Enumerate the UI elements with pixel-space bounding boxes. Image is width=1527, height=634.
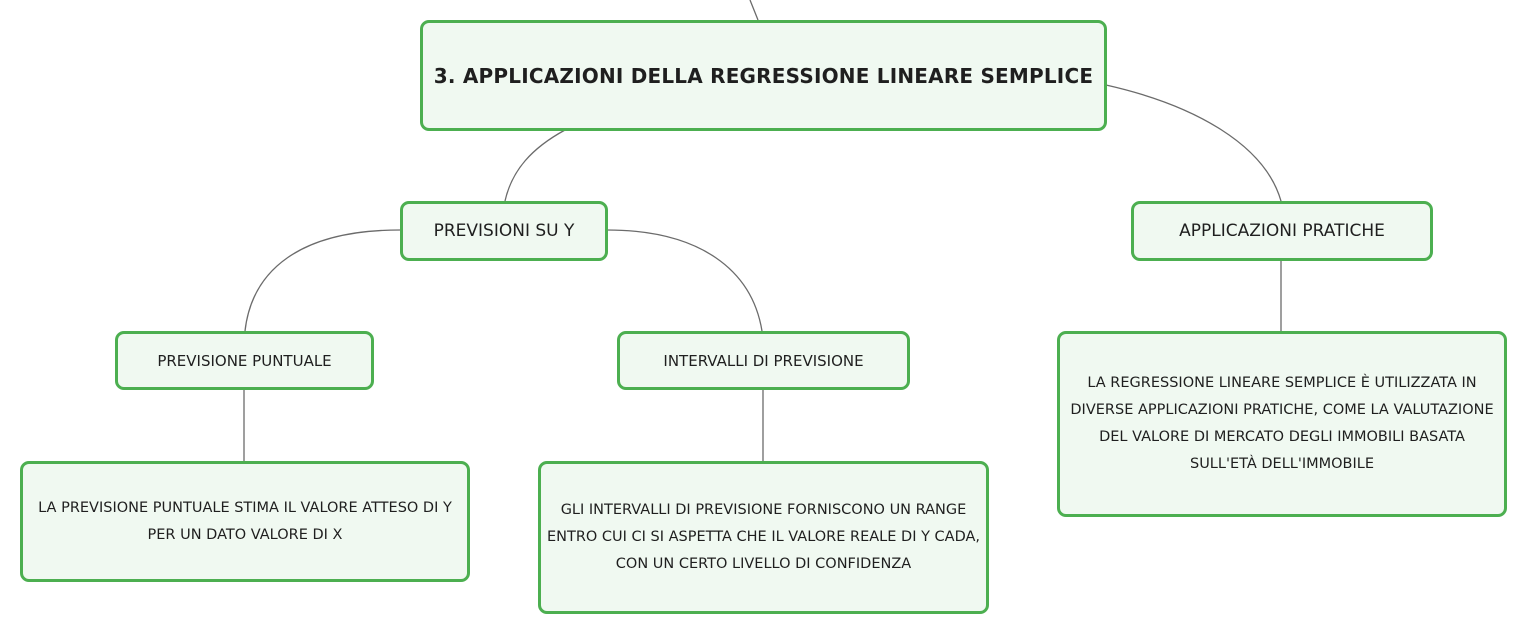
puntuale-description-node[interactable]: LA PREVISIONE PUNTUALE STIMA IL VALORE A… — [20, 461, 470, 582]
connector-root-to-previsioni — [504, 129, 566, 202]
intervalli-description-node[interactable]: GLI INTERVALLI DI PREVISIONE FORNISCONO … — [538, 461, 989, 614]
pratiche-node[interactable]: APPLICAZIONI PRATICHE — [1131, 201, 1433, 261]
connector-previsioni-to-intervalli — [606, 229, 763, 332]
intervalli-description-text: GLI INTERVALLI DI PREVISIONE FORNISCONO … — [546, 502, 981, 572]
pratiche-description-text: LA REGRESSIONE LINEARE SEMPLICE È UTILIZ… — [1070, 375, 1494, 472]
pratiche-node-label: APPLICAZIONI PRATICHE — [1179, 221, 1385, 241]
root-node[interactable]: 3. APPLICAZIONI DELLA REGRESSIONE LINEAR… — [420, 20, 1107, 131]
intervalli-node-label: INTERVALLI DI PREVISIONE — [663, 351, 864, 370]
previsioni-node[interactable]: PREVISIONI SU Y — [400, 201, 608, 261]
root-node-label: 3. APPLICAZIONI DELLA REGRESSIONE LINEAR… — [433, 63, 1094, 88]
puntuale-node-label: PREVISIONE PUNTUALE — [157, 351, 332, 370]
previsioni-node-label: PREVISIONI SU Y — [433, 221, 575, 241]
connector-parent-to-root — [749, 0, 759, 21]
intervalli-node[interactable]: INTERVALLI DI PREVISIONE — [617, 331, 910, 390]
puntuale-node[interactable]: PREVISIONE PUNTUALE — [115, 331, 374, 390]
puntuale-description-text: LA PREVISIONE PUNTUALE STIMA IL VALORE A… — [38, 499, 452, 543]
connector-previsioni-to-puntuale — [244, 229, 401, 332]
connector-root-to-pratiche — [1105, 84, 1282, 202]
pratiche-description-node[interactable]: LA REGRESSIONE LINEARE SEMPLICE È UTILIZ… — [1057, 331, 1507, 517]
